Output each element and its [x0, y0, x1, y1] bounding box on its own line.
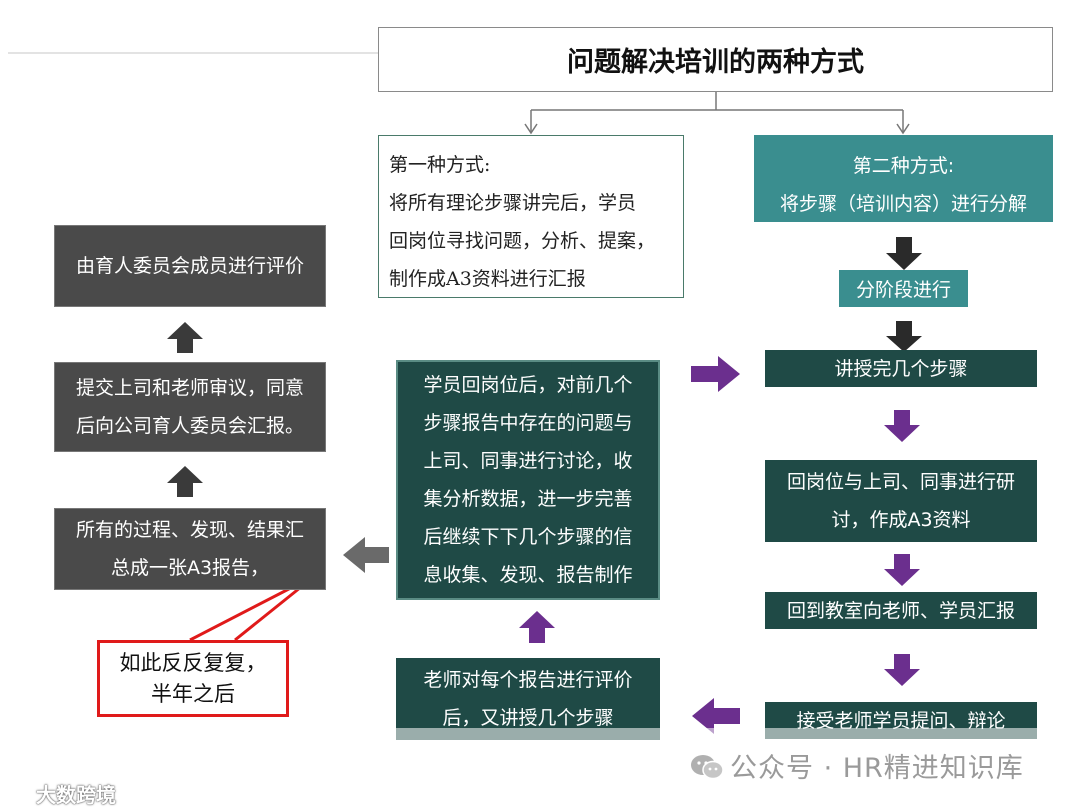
student-return-line: 息收集、发现、报告制作: [423, 564, 633, 586]
wechat-icon: [690, 754, 724, 780]
repeat-callout: 如此反反复复， 半年之后: [97, 640, 289, 717]
method-two-heading: 第二种方式:: [852, 155, 955, 177]
committee-box: 由育人委员会成员进行评价: [54, 225, 326, 307]
student-return-line: 学员回岗位后，对前几个: [423, 374, 633, 396]
arrowhead-left-icon: [524, 123, 538, 135]
teacher-eval-line: 后，又讲授几个步骤: [442, 707, 614, 729]
arrowhead-right-icon: [896, 123, 910, 135]
summary-line: 总成一张A3报告，: [110, 557, 270, 579]
teacher-eval-box: 老师对每个报告进行评价 后，又讲授几个步骤: [396, 658, 660, 740]
discuss-line: 回岗位与上司、同事进行研: [786, 471, 1015, 493]
method-one-box: 第一种方式: 将所有理论步骤讲完后，学员 回岗位寻找问题，分析、提案， 制作成A…: [378, 135, 684, 298]
purple-left-arrow-icon: [692, 698, 740, 734]
method-one-line: 制作成A3资料进行汇报: [389, 268, 586, 290]
watermark-label: 公众号 · HR精进知识库: [730, 753, 1024, 784]
report-box: 回到教室向老师、学员汇报: [765, 592, 1037, 629]
student-return-line: 后继续下下几个步骤的信: [423, 526, 633, 548]
submit-box: 提交上司和老师审议，同意 后向公司育人委员会汇报。: [54, 362, 326, 452]
purple-up-arrow-icon: [519, 611, 555, 643]
teach-steps-box: 讲授完几个步骤: [765, 350, 1037, 387]
up-arrow-icon: [167, 322, 203, 353]
method-two-box: 第二种方式: 将步骤（培训内容）进行分解: [754, 135, 1053, 222]
student-return-box: 学员回岗位后，对前几个 步骤报告中存在的问题与 上司、同事进行讨论，收 集分析数…: [396, 360, 660, 600]
summary-line: 所有的过程、发现、结果汇: [75, 519, 304, 541]
page-title: 问题解决培训的两种方式: [378, 27, 1053, 92]
purple-right-arrow-icon: [691, 356, 740, 392]
method-one-line: 回岗位寻找问题，分析、提案，: [389, 230, 656, 252]
method-one-line: 将所有理论步骤讲完后，学员: [389, 192, 637, 214]
purple-down-arrow-icon: [884, 554, 920, 586]
down-arrow-icon: [886, 237, 922, 270]
callout-line: 半年之后: [151, 681, 235, 706]
down-arrow-icon: [886, 321, 922, 352]
discuss-box: 回岗位与上司、同事进行研 讨，作成A3资料: [765, 460, 1037, 542]
student-return-line: 步骤报告中存在的问题与: [423, 412, 633, 434]
submit-line: 后向公司育人委员会汇报。: [75, 415, 304, 437]
student-return-line: 集分析数据，进一步完善: [423, 488, 633, 510]
student-return-line: 上司、同事进行讨论，收: [423, 450, 633, 472]
method-two-line: 将步骤（培训内容）进行分解: [779, 193, 1027, 215]
method-one-heading: 第一种方式:: [389, 154, 491, 176]
purple-down-arrow-icon: [884, 410, 920, 442]
corner-watermark: 大数跨境: [36, 783, 116, 807]
purple-down-arrow-icon: [884, 654, 920, 686]
up-arrow-icon: [167, 466, 203, 497]
grey-left-arrow-icon: [343, 537, 389, 573]
callout-line: 如此反反复复，: [119, 650, 267, 675]
watermark-band: [0, 728, 1080, 810]
stage-box: 分阶段进行: [839, 270, 968, 307]
teacher-eval-line: 老师对每个报告进行评价: [423, 669, 633, 691]
discuss-line: 讨，作成A3资料: [831, 509, 971, 531]
summary-box: 所有的过程、发现、结果汇 总成一张A3报告，: [54, 508, 326, 590]
watermark-text: 公众号 · HR精进知识库: [690, 746, 1024, 785]
submit-line: 提交上司和老师审议，同意: [75, 377, 304, 399]
